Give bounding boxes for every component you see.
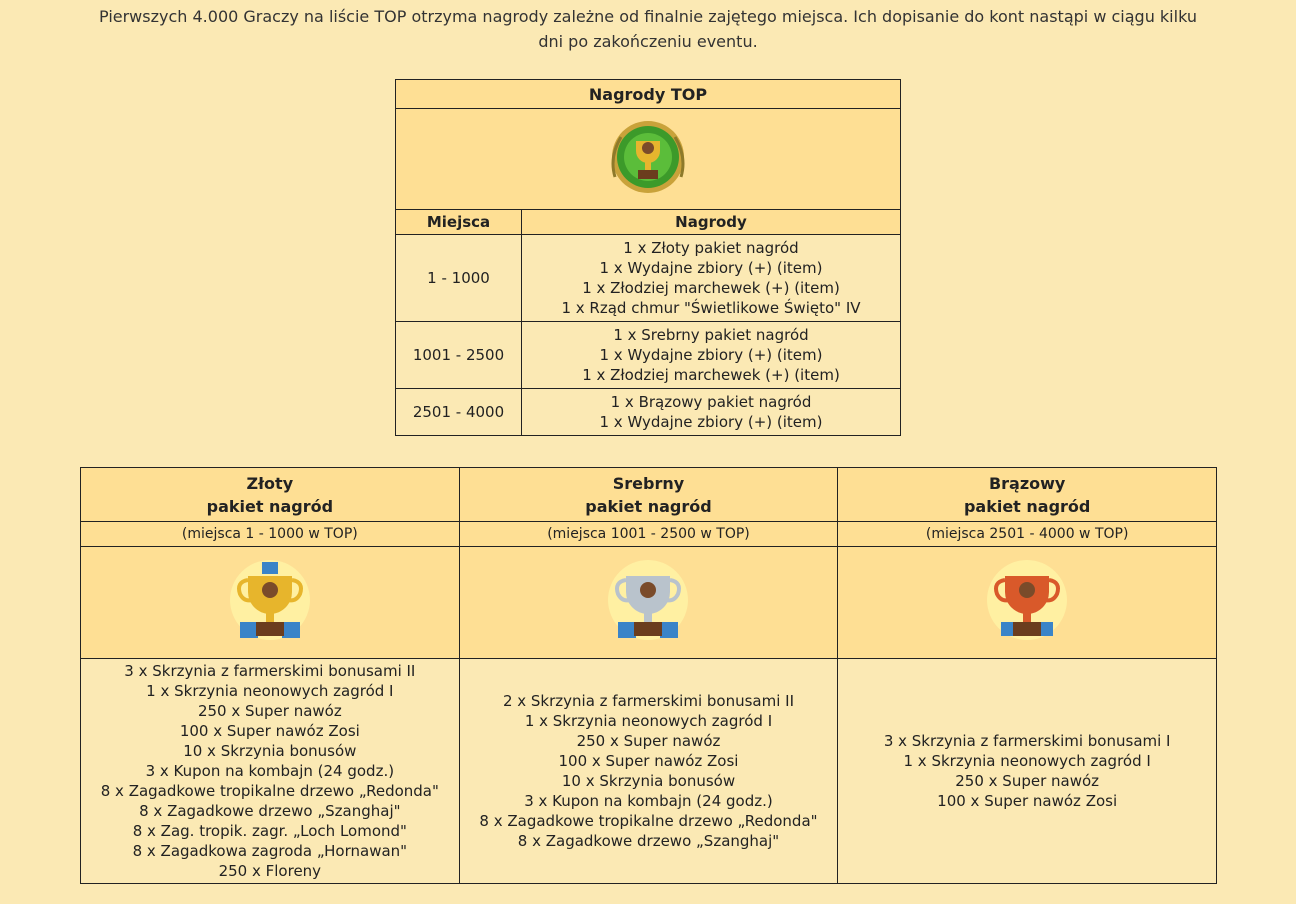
reward-item: 1 x Złodziej marchewek (+) (item) xyxy=(582,366,840,384)
rank-cell: 1001 - 2500 xyxy=(395,321,522,389)
gold-trophy-icon xyxy=(229,559,310,640)
reward-item: 1 x Wydajne zbiory (+) (item) xyxy=(599,413,823,431)
package-range-bronze: (miejsca 2501 - 4000 w TOP) xyxy=(837,521,1217,547)
intro-text: Pierwszych 4.000 Graczy na liście TOP ot… xyxy=(0,4,1296,54)
table-row: 1001 - 2500 1 x Srebrny pakiet nagród 1 … xyxy=(395,321,901,389)
list-item: 8 x Zagadkowa zagroda „Hornawan" xyxy=(132,842,408,860)
package-title-line: Złoty xyxy=(246,473,294,493)
intro-line-2: dni po zakończeniu eventu. xyxy=(538,32,758,51)
top-rewards-table: Nagrody TOP Miejsca Nagrody 1 - 1000 1 x… xyxy=(395,79,901,436)
package-title-bronze: Brązowy pakiet nagród xyxy=(837,467,1217,522)
package-image-cell xyxy=(837,546,1217,659)
rank-cell: 1 - 1000 xyxy=(395,234,522,322)
package-items-gold: 3 x Skrzynia z farmerskimi bonusami II 1… xyxy=(80,658,460,884)
reward-item: 1 x Wydajne zbiory (+) (item) xyxy=(599,346,823,364)
list-item: 3 x Kupon na kombajn (24 godz.) xyxy=(145,762,395,780)
list-item: 2 x Skrzynia z farmerskimi bonusami II xyxy=(502,692,795,710)
list-item: 10 x Skrzynia bonusów xyxy=(561,772,736,790)
intro-line-1: Pierwszych 4.000 Graczy na liście TOP ot… xyxy=(99,7,1197,26)
list-item: 1 x Skrzynia neonowych zagród I xyxy=(903,752,1151,770)
list-item: 8 x Zagadkowe tropikalne drzewo „Redonda… xyxy=(479,812,818,830)
package-items-silver: 2 x Skrzynia z farmerskimi bonusami II 1… xyxy=(458,658,839,884)
package-title-line: Srebrny xyxy=(612,473,685,493)
green-medal-trophy-icon xyxy=(611,121,685,193)
list-item: 8 x Zagadkowe drzewo „Szanghaj" xyxy=(139,802,401,820)
silver-trophy-icon xyxy=(608,559,689,640)
list-item: 3 x Skrzynia z farmerskimi bonusami I xyxy=(883,732,1171,750)
list-item: 250 x Floreny xyxy=(218,862,322,880)
list-item: 3 x Kupon na kombajn (24 godz.) xyxy=(524,792,773,810)
package-title-line: Brązowy xyxy=(988,473,1066,493)
package-image-cell xyxy=(458,546,839,659)
list-item: 100 x Super nawóz Zosi xyxy=(558,752,739,770)
col-header-rank: Miejsca xyxy=(395,209,522,235)
col-header-rewards: Nagrody xyxy=(521,209,901,235)
list-item: 250 x Super nawóz xyxy=(197,702,342,720)
table-row: 2501 - 4000 1 x Brązowy pakiet nagród 1 … xyxy=(395,388,901,436)
package-title-silver: Srebrny pakiet nagród xyxy=(458,467,839,522)
reward-item: 1 x Brązowy pakiet nagród xyxy=(610,393,812,411)
list-item: 8 x Zagadkowe tropikalne drzewo „Redonda… xyxy=(100,782,439,800)
package-range-silver: (miejsca 1001 - 2500 w TOP) xyxy=(458,521,839,547)
table-row: 1 - 1000 1 x Złoty pakiet nagród 1 x Wyd… xyxy=(395,234,901,322)
rank-cell: 2501 - 4000 xyxy=(395,388,522,436)
package-title-gold: Złoty pakiet nagród xyxy=(80,467,460,522)
list-item: 250 x Super nawóz xyxy=(576,732,721,750)
package-range-gold: (miejsca 1 - 1000 w TOP) xyxy=(80,521,460,547)
list-item: 1 x Skrzynia neonowych zagród I xyxy=(524,712,773,730)
rewards-cell: 1 x Brązowy pakiet nagród 1 x Wydajne zb… xyxy=(521,388,901,436)
rewards-cell: 1 x Srebrny pakiet nagród 1 x Wydajne zb… xyxy=(521,321,901,389)
rewards-cell: 1 x Złoty pakiet nagród 1 x Wydajne zbio… xyxy=(521,234,901,322)
package-items-bronze: 3 x Skrzynia z farmerskimi bonusami I 1 … xyxy=(837,658,1217,884)
list-item: 8 x Zagadkowe drzewo „Szanghaj" xyxy=(517,832,780,850)
reward-item: 1 x Wydajne zbiory (+) (item) xyxy=(599,259,823,277)
package-title-line: pakiet nagród xyxy=(206,496,334,516)
list-item: 3 x Skrzynia z farmerskimi bonusami II xyxy=(124,662,416,680)
reward-item: 1 x Złoty pakiet nagród xyxy=(623,239,799,257)
top-table-image-cell xyxy=(395,108,901,210)
package-title-line: pakiet nagród xyxy=(963,496,1091,516)
reward-item: 1 x Srebrny pakiet nagród xyxy=(613,326,809,344)
bronze-trophy-icon xyxy=(987,559,1068,640)
reward-item: 1 x Rząd chmur "Świetlikowe Święto" IV xyxy=(561,299,861,317)
list-item: 100 x Super nawóz Zosi xyxy=(937,792,1118,810)
list-item: 250 x Super nawóz xyxy=(955,772,1100,790)
list-item: 8 x Zag. tropik. zagr. „Loch Lomond" xyxy=(132,822,407,840)
list-item: 10 x Skrzynia bonusów xyxy=(183,742,357,760)
reward-packages-table: Złoty pakiet nagród Srebrny pakiet nagró… xyxy=(80,467,1217,884)
top-table-title: Nagrody TOP xyxy=(395,79,901,109)
package-image-cell xyxy=(80,546,460,659)
list-item: 1 x Skrzynia neonowych zagród I xyxy=(146,682,394,700)
reward-item: 1 x Złodziej marchewek (+) (item) xyxy=(582,279,840,297)
list-item: 100 x Super nawóz Zosi xyxy=(179,722,360,740)
package-title-line: pakiet nagród xyxy=(585,496,712,516)
